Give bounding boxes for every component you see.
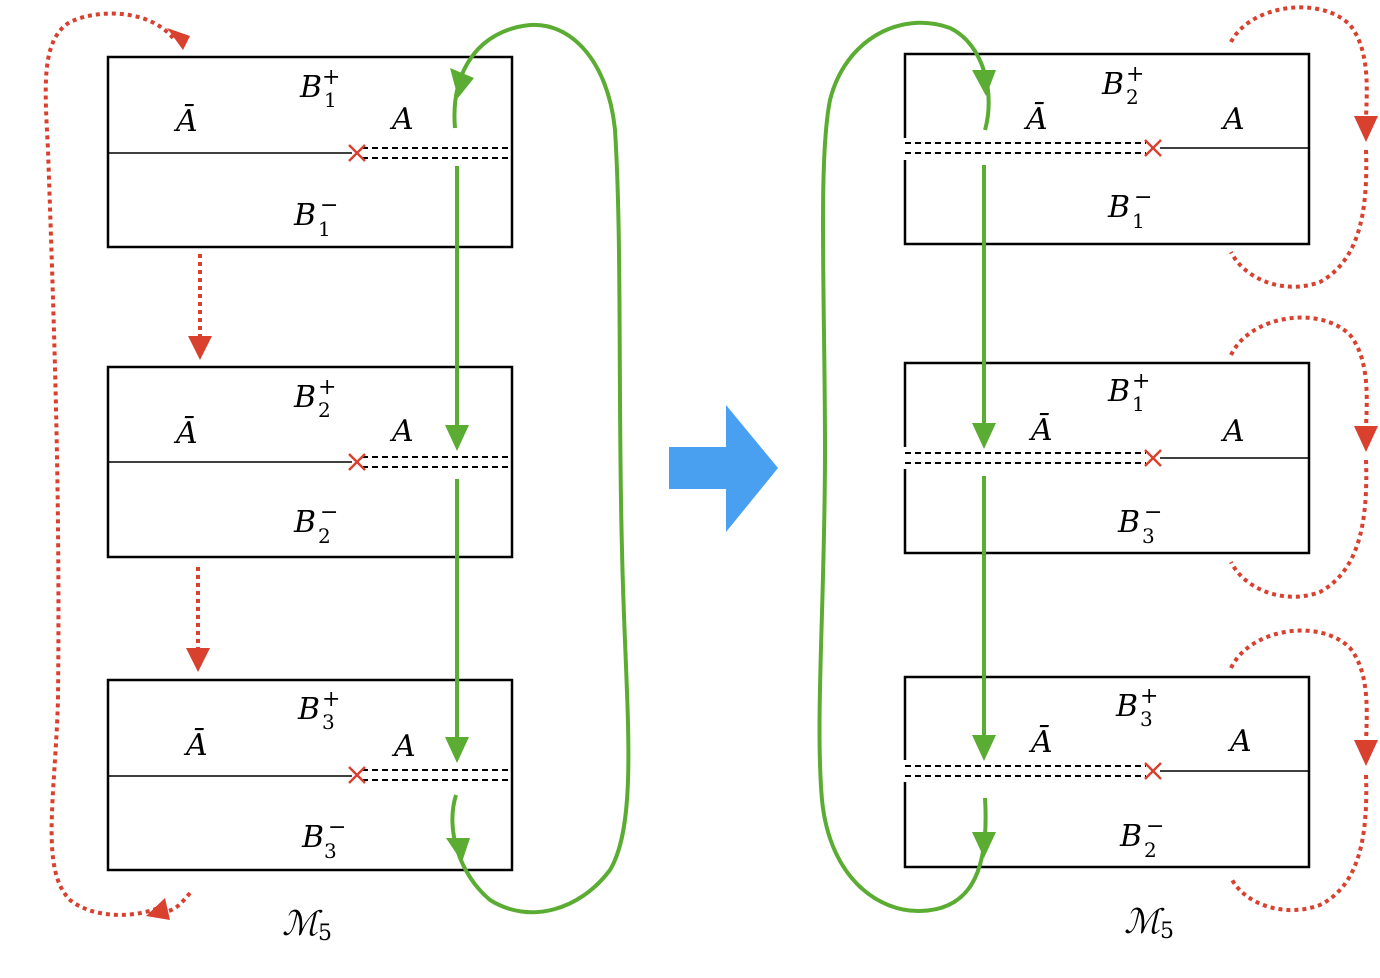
left-cuts xyxy=(108,147,512,781)
right-box-1-a-label: A xyxy=(1220,102,1245,137)
right-box-1-bottom-sup: − xyxy=(1134,185,1152,210)
left-box-3-bottom-sub: 3 xyxy=(324,839,337,863)
right-cuts xyxy=(905,142,1309,777)
left-green-loop xyxy=(450,22,631,915)
left-box-3-bottom-label: B xyxy=(301,820,324,855)
left-box-1-top-sub: 1 xyxy=(324,88,337,112)
right-green-arrowhead-3 xyxy=(972,832,996,858)
left-green-arrows xyxy=(450,22,631,915)
right-box-2-top-sub: 1 xyxy=(1132,392,1145,416)
right-red-loop-1 xyxy=(1229,5,1369,119)
left-green-arrowheads xyxy=(445,68,474,862)
right-box-2-top-label: B xyxy=(1107,374,1130,409)
left-green-arrowhead-3 xyxy=(446,838,470,862)
right-red-arrowhead-2 xyxy=(1354,426,1378,452)
right-green-arrowheads xyxy=(972,70,996,858)
right-green-arrowhead-2 xyxy=(972,735,996,761)
right-box-3-bottom-sub: 2 xyxy=(1144,838,1157,862)
left-box-3-a-label: A xyxy=(391,729,416,764)
left-box-2-bottom-label: B xyxy=(293,505,316,540)
right-box-1-top-sub: 2 xyxy=(1126,85,1139,109)
left-box-1-abar-label: Ā xyxy=(173,104,198,139)
right-box-3 xyxy=(903,675,1311,869)
right-box-2-a-label: A xyxy=(1220,414,1245,449)
left-caption: ℳ xyxy=(282,904,323,944)
right-panel: Ā A B + 2 B − 1 Ā A B + 1 B − 3 Ā A B + … xyxy=(817,5,1378,944)
right-red-arrowheads xyxy=(1354,116,1378,766)
left-box-1-top-sup: + xyxy=(322,65,340,90)
right-box-1-abar-label: Ā xyxy=(1023,102,1048,137)
left-box-3-top-label: B xyxy=(297,692,320,727)
left-box-1-bottom-label: B xyxy=(293,198,316,233)
left-box-1-bottom-sub: 1 xyxy=(318,217,331,241)
left-box-2-bottom-sup: − xyxy=(320,500,338,525)
right-box-2-bottom-label: B xyxy=(1117,505,1140,540)
right-box-2-abar-label: Ā xyxy=(1028,413,1053,448)
right-green-loop xyxy=(817,20,991,914)
right-green-arrowhead-top xyxy=(972,70,996,96)
right-box-2-bottom-sub: 3 xyxy=(1142,524,1155,548)
left-box-1-a-label: A xyxy=(389,102,414,137)
right-box-1-bottom-sub: 1 xyxy=(1132,209,1145,233)
left-box-3-abar-label: Ā xyxy=(183,728,208,763)
right-box-3-bottom-label: B xyxy=(1119,819,1142,854)
left-box-1-bottom-sup: − xyxy=(320,193,338,218)
left-box-2-bottom-sub: 2 xyxy=(318,524,331,548)
right-box-1-bottom-label: B xyxy=(1107,190,1130,225)
right-green-arrows xyxy=(817,20,991,914)
right-box-3-top-label: B xyxy=(1115,689,1138,724)
left-box-1-top-label: B xyxy=(299,70,322,105)
right-cross-marks xyxy=(1144,139,1162,780)
left-red-arrowhead-1 xyxy=(188,336,212,360)
left-red-outer-loop xyxy=(43,11,175,917)
left-red-arrows xyxy=(43,11,202,917)
left-cross-marks xyxy=(348,144,366,784)
left-box-2-top-sub: 2 xyxy=(318,398,331,422)
left-box-2-abar-label: Ā xyxy=(173,416,198,451)
left-red-arrowheads xyxy=(146,28,212,920)
right-box-2-top-sup: + xyxy=(1132,369,1150,394)
right-red-loop-2 xyxy=(1229,315,1369,429)
left-green-arrowhead-1 xyxy=(445,425,469,451)
right-red-loop-3 xyxy=(1229,628,1369,742)
right-box-3-abar-label: Ā xyxy=(1028,725,1053,760)
left-box-2-top-label: B xyxy=(293,380,316,415)
right-red-arrowhead-3 xyxy=(1354,740,1378,766)
left-box-3-bottom-sup: − xyxy=(328,815,346,840)
right-box-2-bottom-sup: − xyxy=(1144,500,1162,525)
right-box-3-top-sup: + xyxy=(1140,684,1158,709)
left-panel: Ā A B + 1 B − 1 Ā A B + 2 B − 2 Ā A B + … xyxy=(43,11,631,946)
left-green-arrowhead-2 xyxy=(445,737,469,763)
left-red-arrowhead-top xyxy=(167,28,190,50)
left-red-arrowhead-2 xyxy=(186,648,210,672)
right-green-arrowhead-1 xyxy=(972,423,996,449)
right-box-1-top-sup: + xyxy=(1126,62,1144,87)
right-box-3-bottom-sup: − xyxy=(1146,814,1164,839)
transform-arrow-icon xyxy=(669,405,778,532)
left-box-1 xyxy=(106,55,514,249)
right-caption: ℳ xyxy=(1124,902,1165,942)
left-red-arrowhead-bottom xyxy=(146,898,170,920)
left-box-2-a-label: A xyxy=(389,414,414,449)
left-caption-sub: 5 xyxy=(318,921,332,946)
right-red-loops xyxy=(1229,5,1369,913)
right-box-3-a-label: A xyxy=(1227,724,1252,759)
left-box-3-top-sub: 3 xyxy=(322,710,335,734)
left-box-3 xyxy=(106,678,514,872)
right-caption-sub: 5 xyxy=(1160,919,1174,944)
right-red-arrowhead-1 xyxy=(1354,116,1378,142)
right-box-3-top-sub: 3 xyxy=(1140,707,1153,731)
left-green-arrowhead-top xyxy=(450,68,474,98)
right-box-1-top-label: B xyxy=(1101,67,1124,102)
left-box-3-top-sup: + xyxy=(322,687,340,712)
left-box-2-top-sup: + xyxy=(318,375,336,400)
